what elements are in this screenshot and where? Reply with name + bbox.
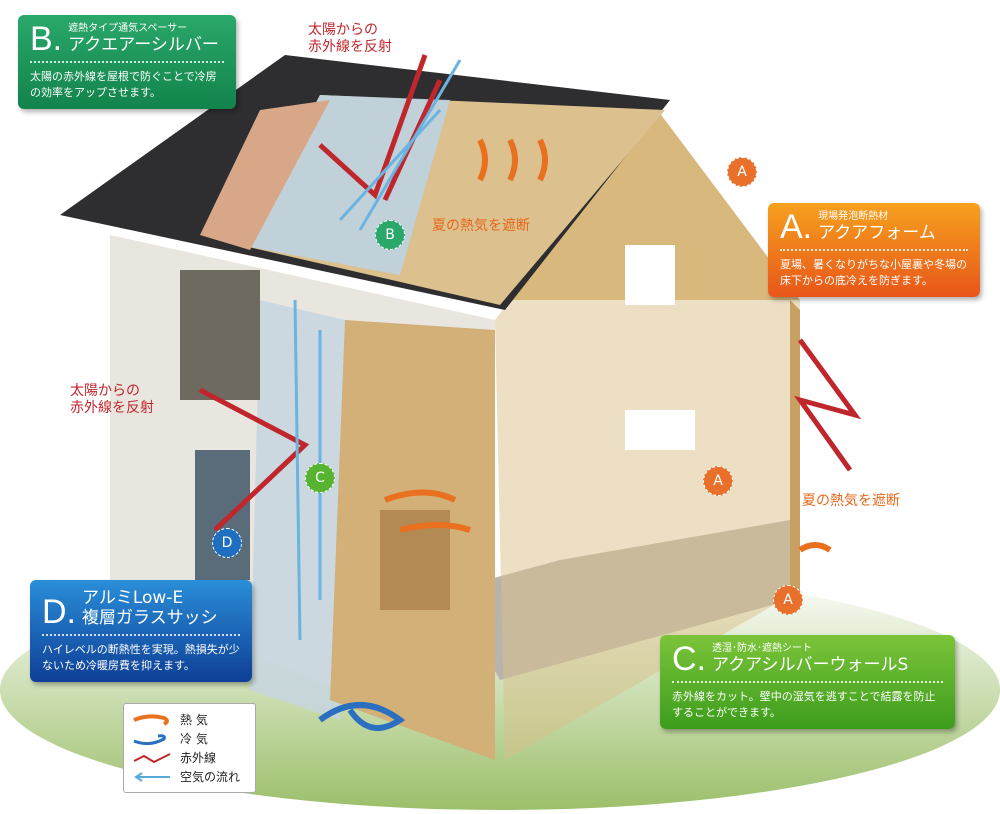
card-title: アクアシルバーウォールS xyxy=(712,655,909,675)
card-description: 太陽の赤外線を屋根で防ぐことで冷房の効率をアップさせます。 xyxy=(30,70,217,99)
infrared-arrow xyxy=(198,387,310,532)
callout-card-a: A. 現場発泡断熱材アクアフォーム 夏場、暑くなりがちな小屋裏や冬場の床下からの… xyxy=(768,203,980,297)
legend-item-infrared: 赤外線 xyxy=(132,748,247,767)
marker-c: C xyxy=(305,463,335,493)
card-title-line2: 複層ガラスサッシ xyxy=(82,608,218,628)
infrared-reflect-label-roof: 太陽からの 赤外線を反射 xyxy=(308,22,392,55)
card-letter: B. xyxy=(30,20,63,58)
card-description: ハイレベルの断熱性を実現。熱損失が少ないため冷暖房費を抑えます。 xyxy=(42,643,240,672)
roof-underlayment xyxy=(200,100,330,250)
heat-block-label-wall: 夏の熱気を遮断 xyxy=(802,493,900,509)
card-title-line1: アルミLow-E xyxy=(82,588,184,608)
card-title: アクエアーシルバー xyxy=(68,35,219,55)
legend-label: 空気の流れ xyxy=(180,770,241,784)
card-subtitle: 遮熱タイプ通気スペーサー xyxy=(68,23,188,34)
legend-item-airflow: 空気の流れ xyxy=(132,767,247,786)
heat-waves xyxy=(383,138,832,553)
cool-air-wave xyxy=(318,702,406,731)
card-description: 夏場、暑くなりがちな小屋裏や冬場の床下からの底冷えを防ぎます。 xyxy=(780,258,967,287)
upper-window xyxy=(180,270,260,400)
legend-item-heat: 熱 気 xyxy=(132,710,247,729)
infrared-arrow-icon xyxy=(133,752,171,763)
marker-d: D xyxy=(212,528,242,558)
marker-a: A xyxy=(727,157,757,187)
infrared-arrow xyxy=(793,338,862,472)
card-letter: D. xyxy=(42,593,76,631)
marker-a: A xyxy=(773,585,803,615)
legend-label: 熱 気 xyxy=(180,713,208,727)
infrared-arrow xyxy=(318,54,428,200)
legend-label: 冷 気 xyxy=(180,732,208,746)
card-description: 赤外線をカット。壁中の湿気を逃すことで結露を防止することができます。 xyxy=(672,690,936,719)
window-opening xyxy=(625,410,695,450)
infrared-reflect-label-wall: 太陽からの 赤外線を反射 xyxy=(70,383,154,416)
heat-wave-icon xyxy=(133,713,169,726)
right-wall-insulation xyxy=(790,300,800,600)
legend: 熱 気 冷 気 赤外線 空気の流れ xyxy=(123,703,256,793)
legend-label: 赤外線 xyxy=(180,751,217,765)
callout-card-b: B. 遮熱タイプ通気スペーサーアクエアーシルバー 太陽の赤外線を屋根で防ぐことで… xyxy=(18,15,236,109)
marker-b: B xyxy=(375,220,405,250)
card-title: アクアフォーム xyxy=(818,223,936,243)
gable-insulation xyxy=(510,100,800,300)
window-opening xyxy=(625,245,675,305)
callout-card-c: C. 透湿･防水･遮熱シートアクアシルバーウォールS 赤外線をカット。壁中の湿気… xyxy=(660,635,955,729)
card-subtitle: 現場発泡断熱材 xyxy=(818,211,889,222)
lower-window xyxy=(195,450,250,580)
interior-frame xyxy=(495,300,800,760)
card-subtitle: 透湿･防水･遮熱シート xyxy=(712,643,812,654)
card-letter: A. xyxy=(780,208,813,246)
legend-item-cool: 冷 気 xyxy=(132,729,247,748)
heat-block-label-roof: 夏の熱気を遮断 xyxy=(432,218,530,234)
cool-wave-icon xyxy=(133,733,166,745)
airflow-arrow-icon xyxy=(134,771,170,782)
card-letter: C. xyxy=(672,640,706,678)
marker-a: A xyxy=(703,466,733,496)
